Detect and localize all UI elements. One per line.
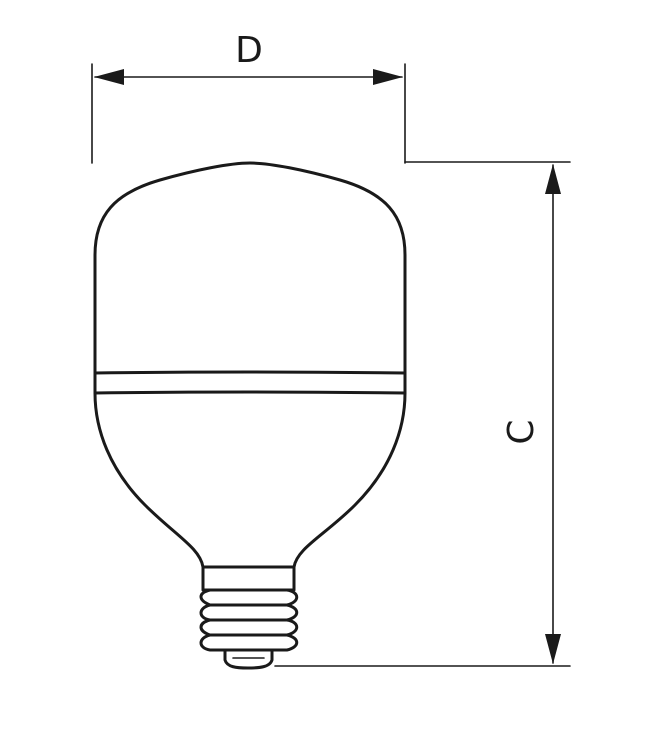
screw-base <box>199 565 299 670</box>
height-arrow-top <box>545 164 561 194</box>
width-arrow-left <box>94 69 124 85</box>
bulb-body <box>93 161 407 569</box>
width-arrow-right <box>373 69 403 85</box>
height-arrow-bottom <box>545 634 561 664</box>
bulb-upper-dome <box>93 161 407 375</box>
bulb-lower-neck <box>93 391 407 569</box>
height-dimension-label: C <box>501 419 542 444</box>
base-collar <box>201 565 296 592</box>
base-contact <box>223 648 274 670</box>
width-dimension-label: D <box>235 30 263 71</box>
height-dimension: C <box>274 161 571 667</box>
base-thread <box>199 588 299 652</box>
width-dimension: D <box>91 30 406 164</box>
bulb-band-top <box>93 370 407 375</box>
bulb-band-bottom <box>93 390 407 395</box>
